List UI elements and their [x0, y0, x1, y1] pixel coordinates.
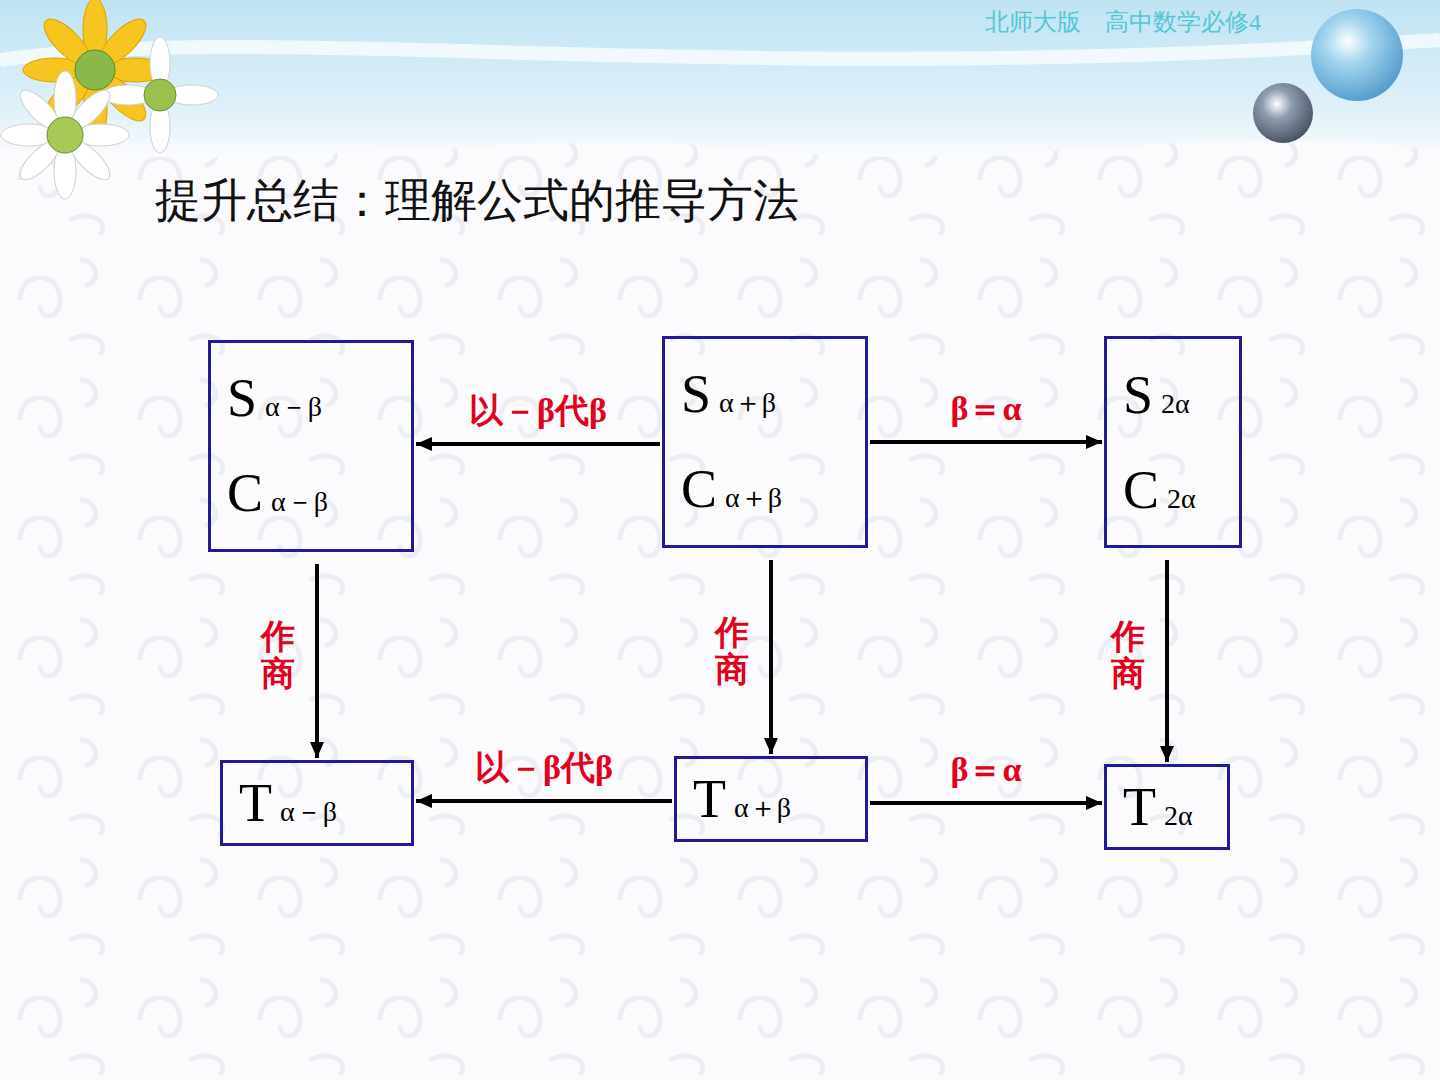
operation-label: 以－β代β — [475, 745, 613, 791]
formula-line: C 2α — [1123, 463, 1223, 517]
formula-box: T 2α — [1104, 764, 1230, 850]
function-symbol: C — [227, 463, 263, 523]
operation-label: 作商 — [715, 614, 749, 689]
edition-header: 北师大版 高中数学必修4 — [985, 6, 1261, 38]
angle-subscript: α－β — [265, 391, 322, 422]
formula-line: Tα－β — [239, 776, 395, 831]
angle-subscript: α－β — [271, 486, 328, 517]
function-symbol: S — [227, 368, 257, 428]
function-symbol: S — [1123, 365, 1153, 425]
angle-subscript: 2α — [1164, 800, 1193, 831]
formula-line: Cα＋β — [681, 462, 849, 517]
derivation-arrow — [769, 560, 773, 754]
angle-subscript: α－β — [280, 796, 337, 827]
angle-subscript: 2α — [1167, 483, 1196, 514]
function-symbol: T — [1123, 777, 1156, 837]
formula-line: T 2α — [1123, 780, 1211, 834]
derivation-arrow — [870, 801, 1102, 805]
derivation-arrow — [870, 440, 1102, 444]
formula-line: Sα＋β — [681, 367, 849, 422]
formula-box: Sα＋βCα＋β — [662, 336, 868, 548]
angle-subscript: α＋β — [725, 482, 782, 513]
angle-subscript: 2α — [1161, 388, 1190, 419]
derivation-arrow — [416, 799, 672, 803]
function-symbol: T — [239, 773, 272, 833]
function-symbol: S — [681, 364, 711, 424]
formula-box: Sα－βCα－β — [208, 340, 414, 552]
derivation-arrow — [1165, 560, 1169, 762]
angle-subscript: α＋β — [719, 387, 776, 418]
formula-line: Cα－β — [227, 466, 395, 521]
operation-label: 作商 — [1111, 618, 1145, 693]
formula-box: S2αC2α — [1104, 336, 1242, 548]
derivation-arrow — [315, 564, 319, 758]
function-symbol: C — [681, 459, 717, 519]
formula-box: Tα＋β — [674, 756, 868, 842]
operation-label: β＝α — [951, 747, 1022, 793]
function-symbol: C — [1123, 460, 1159, 520]
operation-label: β＝α — [951, 386, 1022, 432]
angle-subscript: α＋β — [734, 792, 791, 823]
function-symbol: T — [693, 769, 726, 829]
slide-title: 提升总结：理解公式的推导方法 — [155, 170, 799, 232]
formula-line: Tα＋β — [693, 772, 849, 827]
formula-line: Sα－β — [227, 371, 395, 426]
formula-box: Tα－β — [220, 760, 414, 846]
formula-line: S 2α — [1123, 368, 1223, 422]
derivation-arrow — [416, 442, 660, 446]
operation-label: 以－β代β — [469, 388, 607, 434]
operation-label: 作商 — [261, 618, 295, 693]
